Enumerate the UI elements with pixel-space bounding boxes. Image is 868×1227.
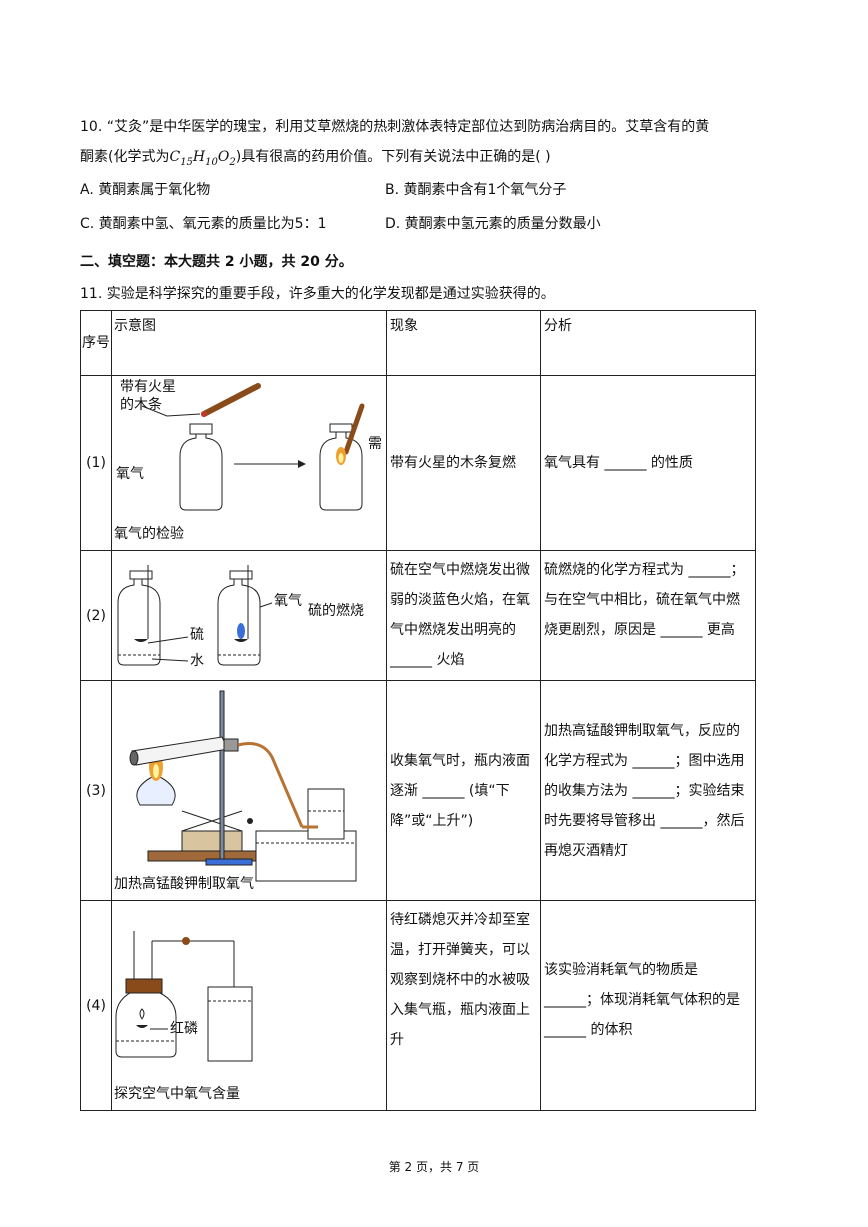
row1-no: (1) xyxy=(80,375,112,551)
air-oxygen-svg xyxy=(115,931,253,1062)
header-analysis: 分析 xyxy=(540,310,756,376)
row2-no: (2) xyxy=(80,550,112,681)
row3-caption: 加热高锰酸钾制取氧气 xyxy=(114,876,254,892)
row4-analysis: 该实验消耗氧气的物质是 ______；体现消耗氧气体积的是 ______ 的体积 xyxy=(540,900,756,1111)
row1-diagram: 带有火星的木条 氧气 需 氧气的检验 xyxy=(111,375,387,551)
row3-no: (3) xyxy=(80,680,112,901)
row2-analysis: 硫燃烧的化学方程式为 ______；与在空气中相比，硫在氧气中燃烧更剧烈，原因是… xyxy=(540,550,756,681)
table-row: (4) 红磷 探究空气 xyxy=(80,900,756,1111)
row1-analysis: 氧气具有 ______ 的性质 xyxy=(540,375,756,551)
phosphorus-label: 红磷 xyxy=(170,1021,198,1037)
air-oxygen-figure: 红磷 探究空气中氧气含量 xyxy=(112,901,386,1110)
oxygen-label: 氧气 xyxy=(116,466,144,482)
option-b[interactable]: B. 黄酮素中含有1个氧气分子 xyxy=(385,182,567,198)
row3-diagram: 加热高锰酸钾制取氧气 xyxy=(111,680,387,901)
sulfur-burning-figure: 硫 水 氧气 硫的燃烧 xyxy=(112,551,386,680)
table-row: (1) 带有火星的木条 氧气 xyxy=(80,375,756,551)
option-a[interactable]: A. 黄酮素属于氧化物 xyxy=(80,182,211,198)
q10-line2-pre: 酮素(化学式为 xyxy=(80,149,170,165)
formula: C15H10O2 xyxy=(169,149,236,168)
row3-analysis: 加热高锰酸钾制取氧气，反应的化学方程式为 ______；图中选用的收集方法为 _… xyxy=(540,680,756,901)
table-header-row: 序号 示意图 现象 分析 xyxy=(80,310,756,376)
table-row: (3) xyxy=(80,680,756,901)
row3-phenomenon: 收集氧气时，瓶内液面逐渐 ______ (填“下降”或“上升”) xyxy=(386,680,541,901)
kmno4-figure: 加热高锰酸钾制取氧气 xyxy=(112,681,386,900)
oxygen-test-figure: 带有火星的木条 氧气 需 氧气的检验 xyxy=(112,376,386,550)
row1-caption: 氧气的检验 xyxy=(114,526,184,542)
page-footer: 第 2 页，共 7 页 xyxy=(388,1160,480,1174)
oxygen-test-svg xyxy=(141,383,365,511)
sulfur-burning-svg xyxy=(117,565,273,666)
option-d[interactable]: D. 黄酮素中氢元素的质量分数最小 xyxy=(385,216,601,232)
water-label: 水 xyxy=(190,653,204,669)
relight-label: 需 xyxy=(368,436,382,452)
header-no: 序号 xyxy=(80,310,112,376)
row4-diagram: 红磷 探究空气中氧气含量 xyxy=(111,900,387,1111)
row4-no: (4) xyxy=(80,900,112,1111)
row2-phenomenon: 硫在空气中燃烧发出微弱的淡蓝色火焰，在氧气中燃烧发出明亮的 ______ 火焰 xyxy=(386,550,541,681)
experiment-table: 序号 示意图 现象 分析 (1) xyxy=(80,310,756,1111)
kmno4-svg xyxy=(129,690,357,882)
row1-phenomenon: 带有火星的木条复燃 xyxy=(386,375,541,551)
row4-phenomenon: 待红磷熄灭并冷却至室温，打开弹簧夹，可以观察到烧杯中的水被吸入集气瓶，瓶内液面上… xyxy=(386,900,541,1111)
question-10: 10. “艾灸”是中华医学的瑰宝，利用艾草燃烧的热刺激体表特定部位达到防病治病目… xyxy=(80,112,780,178)
section-heading: 二、填空题：本大题共 2 小题，共 20 分。 xyxy=(80,254,353,270)
header-diagram: 示意图 xyxy=(111,310,387,376)
splint-label: 带有火星的木条 xyxy=(120,379,176,413)
row2-diagram: 硫 水 氧气 硫的燃烧 xyxy=(111,550,387,681)
table-row: (2) 硫 xyxy=(80,550,756,681)
header-phenomenon: 现象 xyxy=(386,310,541,376)
q10-line2-post: )具有很高的药用价值。下列有关说法中正确的是( ) xyxy=(235,149,551,165)
sulfur-label: 硫 xyxy=(190,627,204,643)
row2-caption: 硫的燃烧 xyxy=(308,603,364,619)
row4-caption: 探究空气中氧气含量 xyxy=(114,1086,240,1102)
option-c[interactable]: C. 黄酮素中氢、氧元素的质量比为5：1 xyxy=(80,216,327,232)
oxygen-label-2: 氧气 xyxy=(274,593,302,609)
q10-line2: 酮素(化学式为C15H10O2)具有很高的药用价值。下列有关说法中正确的是( ) xyxy=(80,142,780,178)
q10-line1: 10. “艾灸”是中华医学的瑰宝，利用艾草燃烧的热刺激体表特定部位达到防病治病目… xyxy=(80,119,710,135)
q11-stem: 11. 实验是科学探究的重要手段，许多重大的化学发现都是通过实验获得的。 xyxy=(80,286,555,302)
